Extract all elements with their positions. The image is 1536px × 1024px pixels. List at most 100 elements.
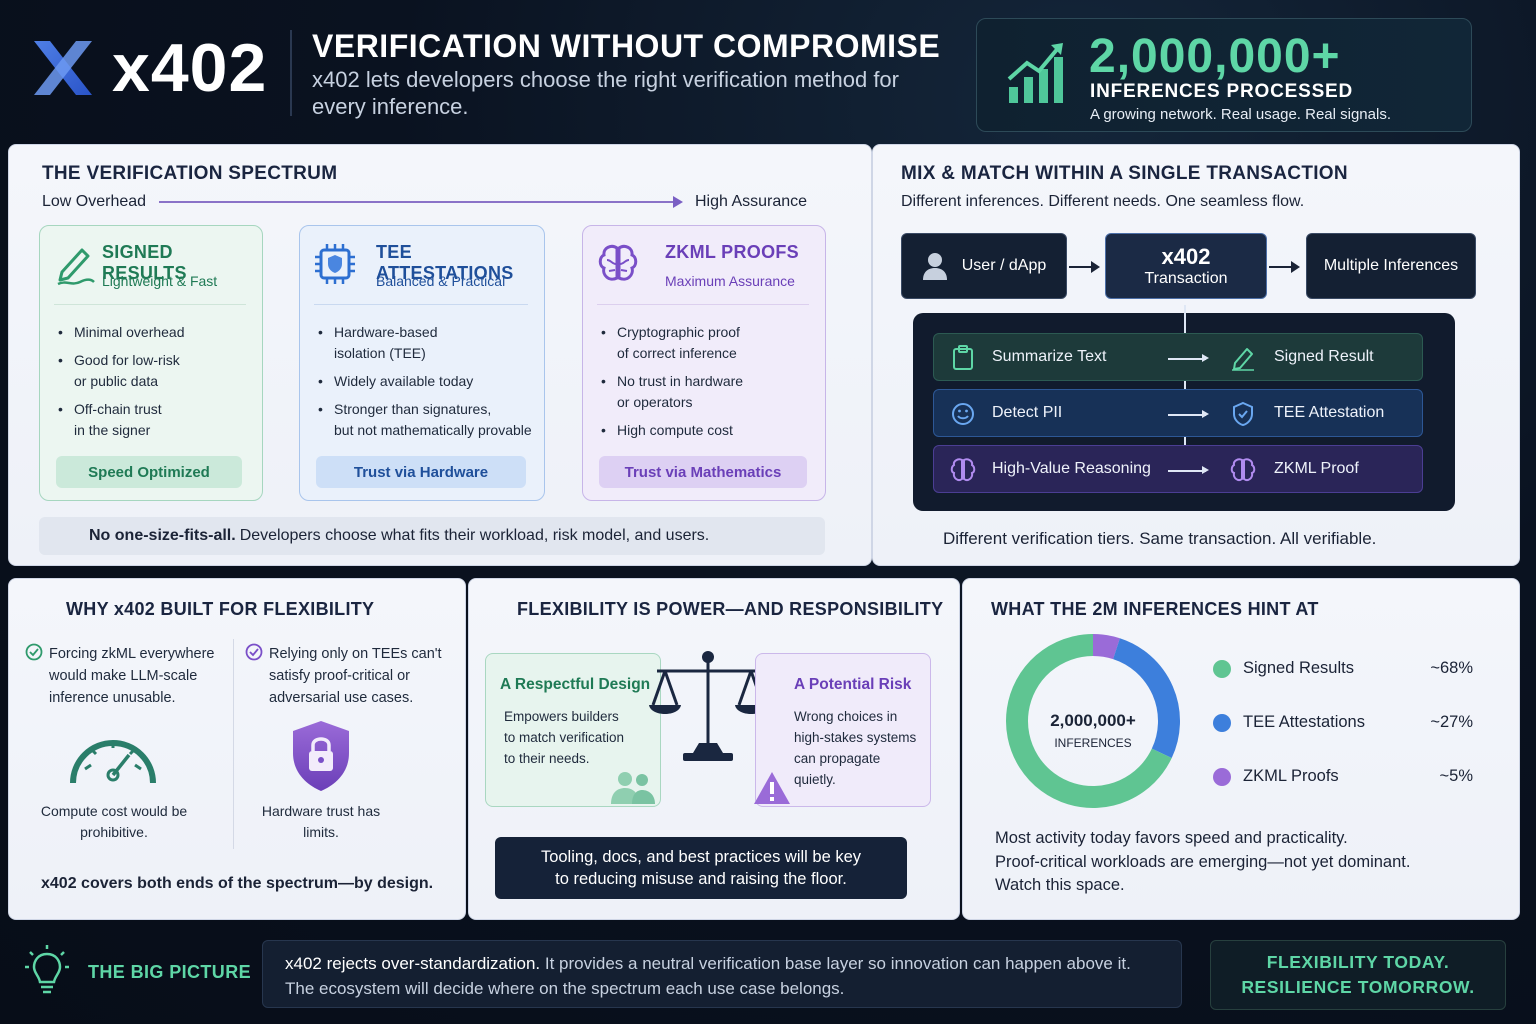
respectful-design-text: Empowers builders to match verification … (504, 709, 625, 766)
tier-tag: Balanced & Practical (376, 273, 506, 289)
lightbulb-icon (25, 945, 69, 994)
chip-shield-icon (315, 244, 355, 284)
stat-value: 2,000,000+ (1089, 30, 1341, 83)
tier-tag: Lightweight & Fast (102, 273, 218, 289)
spectrum-arrow (159, 196, 683, 208)
flex-title: FLEXIBILITY IS POWER—AND RESPONSIBILITY (517, 599, 944, 619)
shield-icon (1233, 401, 1253, 427)
tier-bullet: Good for low-risk or public data (58, 350, 185, 392)
tier-pill: Speed Optimized (56, 456, 242, 488)
legend-name: ZKML Proofs (1243, 767, 1339, 785)
donut-slice-zkml-proofs (1092, 634, 1120, 660)
tier-bullet: Stronger than signatures, but not mathem… (318, 399, 532, 441)
tier-divider (54, 304, 246, 305)
routing-result: TEE Attestation (1274, 404, 1385, 421)
routing-arrow (1168, 355, 1209, 361)
lock-shield-icon (293, 721, 349, 791)
tier-bullet: No trust in hardware or operators (601, 371, 743, 413)
legend-row-zkml: ZKML Proofs ~5% (1213, 765, 1473, 789)
x402-logo-icon (34, 41, 92, 95)
tier-zkml-proofs: ZKML PROOFS Maximum Assurance Cryptograp… (582, 225, 826, 501)
routing-row-summarize: Summarize Text Signed Result (933, 333, 1423, 381)
warning-icon (754, 772, 790, 804)
why-title: WHY x402 BUILT FOR FLEXIBILITY (66, 599, 375, 619)
donut-slice-tee-attestations (1112, 638, 1180, 759)
speedometer-icon (70, 740, 156, 784)
potential-risk-text: Wrong choices in high-stakes systems can… (794, 709, 917, 787)
routing-result: Signed Result (1274, 348, 1374, 365)
legend-row-signed: Signed Results ~68% (1213, 657, 1473, 681)
inferences-hint-card: WHAT THE 2M INFERENCES HINT AT 2,000,000… (962, 578, 1520, 920)
why-divider (233, 639, 234, 849)
why-flexibility-card: WHY x402 BUILT FOR FLEXIBILITY Forcing z… (8, 578, 466, 920)
mix-subtitle: Different inferences. Different needs. O… (901, 193, 1305, 210)
header-divider (290, 30, 292, 116)
tier-bullet: Off-chain trust in the signer (58, 399, 185, 441)
routing-arrow (1168, 411, 1209, 417)
tier-pill: Trust via Mathematics (599, 456, 807, 488)
hint-footer: Most activity today favors speed and pra… (995, 829, 1411, 894)
tier-name: SIGNED RESULTS (102, 242, 187, 283)
balance-scale-icon (649, 651, 767, 761)
brain-icon (598, 244, 638, 281)
tier-pill: Trust via Hardware (316, 456, 526, 488)
spectrum-high-label: High Assurance (695, 193, 808, 210)
flow-user-dapp: User / dApp (901, 233, 1067, 299)
big-picture-body: It provides a neutral verification base … (285, 954, 1131, 998)
routing-row-detect-pii: Detect PII TEE Attestation (933, 389, 1423, 437)
legend-row-tee: TEE Attestations ~27% (1213, 711, 1473, 735)
flow-multiple-inferences: Multiple Inferences (1306, 233, 1476, 299)
tagline-line-2: RESILIENCE TOMORROW. (1241, 977, 1475, 997)
tier-bullet: Hardware-based isolation (TEE) (318, 322, 532, 364)
tier-name: ZKML PROOFS (665, 242, 799, 262)
legend-value: ~27% (1430, 713, 1473, 731)
tier-signed-results: SIGNED RESULTS Lightweight & Fast Minima… (39, 225, 263, 501)
tier-bullet: Minimal overhead (58, 322, 185, 343)
tier-bullet: Cryptographic proof of correct inference (601, 322, 743, 364)
donut-slice-signed-results (1006, 634, 1172, 808)
tier-bullets: Minimal overhead Good for low-risk or pu… (58, 322, 185, 448)
legend-dot (1213, 660, 1231, 678)
tier-bullets: Cryptographic proof of correct inference… (601, 322, 743, 448)
pencil-signature-icon (57, 248, 95, 286)
tier-tee-attestations: TEE ATTESTATIONS Balanced & Practical Ha… (299, 225, 545, 501)
pencil-icon (1232, 348, 1254, 371)
tagline-line-1: FLEXIBILITY TODAY. (1266, 952, 1450, 972)
routing-task: Summarize Text (992, 348, 1107, 365)
clipboard-icon (953, 345, 973, 370)
tier-name: TEE ATTESTATIONS (376, 242, 514, 283)
spectrum-footer-text: Developers choose what fits their worklo… (239, 527, 710, 544)
growth-chart-icon (1007, 43, 1063, 103)
routing-task: High-Value Reasoning (992, 460, 1151, 477)
flow-user-label: User / dApp (961, 257, 1047, 274)
flow-x402-title: x402 (1161, 244, 1211, 269)
why-right-caption: Hardware trust has limits. (261, 803, 381, 840)
brand: x402 (30, 28, 267, 108)
potential-risk-title: A Potential Risk (794, 676, 912, 693)
legend-dot (1213, 768, 1231, 786)
tier-bullet: Widely available today (318, 371, 532, 392)
why-footer: x402 covers both ends of the spectrum—by… (41, 875, 434, 892)
check-circle-icon (245, 643, 263, 661)
why-right-text: Relying only on TEEs can't satisfy proof… (269, 646, 442, 706)
donut-center-value: 2,000,000+ (1050, 711, 1136, 730)
spectrum-title: THE VERIFICATION SPECTRUM (42, 163, 338, 184)
respectful-design-title: A Respectful Design (500, 676, 651, 693)
tier-tag: Maximum Assurance (665, 273, 795, 289)
people-icon (611, 772, 655, 804)
stat-note: A growing network. Real usage. Real sign… (1090, 106, 1391, 123)
brand-name: x402 (112, 30, 268, 106)
spectrum-footer: No one-size-fits-all. Developers choose … (39, 517, 825, 555)
flow-x402-sub: Transaction (1144, 270, 1228, 287)
why-left-caption: Compute cost would be prohibitive. (40, 803, 188, 840)
tier-divider (314, 304, 528, 305)
potential-risk-box: A Potential Risk Wrong choices in high-s… (754, 653, 931, 807)
tier-bullet: High compute cost (601, 420, 743, 441)
tier-divider (597, 304, 809, 305)
routing-result: ZKML Proof (1274, 460, 1359, 477)
legend-value: ~5% (1439, 767, 1473, 785)
brain-icon (950, 458, 976, 482)
tier-bullets: Hardware-based isolation (TEE) Widely av… (318, 322, 532, 448)
big-picture-label: THE BIG PICTURE (88, 962, 252, 982)
tagline-box: FLEXIBILITY TODAY. RESILIENCE TOMORROW. (1210, 940, 1506, 1010)
